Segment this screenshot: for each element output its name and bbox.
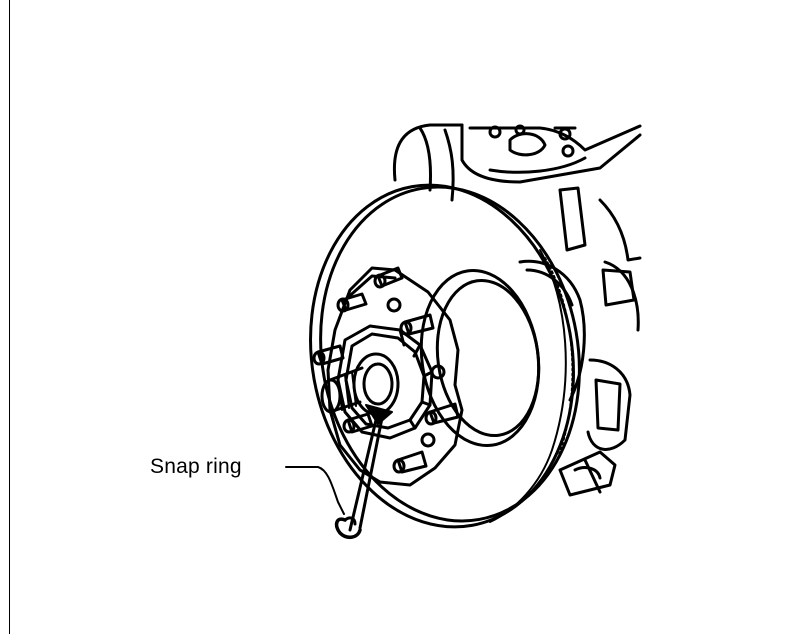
wheel-stud: [336, 292, 368, 313]
hub-flange: [326, 266, 464, 487]
wheel-stud: [399, 313, 435, 336]
brake-disc: [309, 183, 581, 529]
page-margin-rule: [9, 0, 10, 634]
callout-leader-line: [285, 466, 345, 515]
steering-knuckle-arm: [558, 186, 642, 497]
locking-hub: [336, 324, 434, 440]
wheel-stud: [312, 344, 345, 366]
snap-ring-label: Snap ring: [150, 455, 242, 478]
wheel-stud: [373, 266, 404, 289]
axle-shaft: [320, 352, 400, 416]
wheel-stud: [392, 450, 428, 474]
snap-ring-part: [334, 516, 362, 539]
knuckle-housing: [392, 123, 642, 202]
wheel-stud: [424, 402, 460, 426]
pointer-arrows: [348, 404, 393, 532]
